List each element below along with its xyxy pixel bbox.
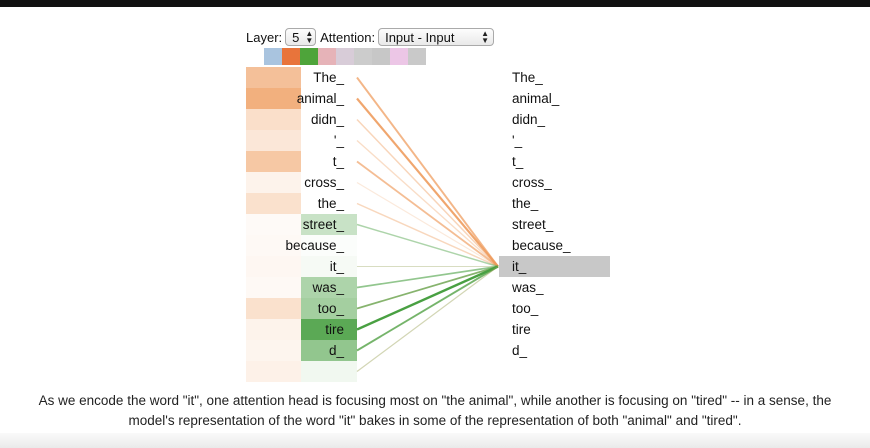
green-attention-line bbox=[356, 265, 499, 310]
select-arrows-icon: ▲▼ bbox=[481, 29, 490, 45]
left-token[interactable]: cross_ bbox=[304, 175, 344, 190]
orange-attention-cell bbox=[246, 277, 301, 298]
green-attention-line bbox=[356, 265, 499, 289]
attention-label: Attention: bbox=[320, 29, 376, 45]
green-attention-cell bbox=[301, 151, 357, 172]
green-attention-line bbox=[356, 265, 499, 352]
orange-attention-cell bbox=[246, 130, 301, 151]
left-token[interactable]: too_ bbox=[317, 301, 344, 316]
orange-attention-cell bbox=[246, 193, 301, 214]
layer-label: Layer: bbox=[246, 29, 283, 45]
orange-attention-cell bbox=[246, 109, 301, 130]
caption: As we encode the word "it", one attentio… bbox=[0, 391, 870, 431]
right-token[interactable]: tire bbox=[512, 322, 531, 337]
right-token[interactable]: '_ bbox=[512, 133, 523, 148]
green-attention-cell bbox=[301, 256, 357, 277]
right-token[interactable]: didn_ bbox=[512, 112, 546, 127]
left-token[interactable]: it_ bbox=[329, 259, 344, 274]
right-token[interactable]: the_ bbox=[512, 196, 539, 211]
green-attention-line bbox=[356, 266, 499, 372]
caption-line-1: As we encode the word "it", one attentio… bbox=[38, 393, 832, 408]
orange-attention-cell bbox=[246, 151, 301, 172]
green-attention-line bbox=[356, 223, 499, 268]
left-token[interactable]: was_ bbox=[312, 280, 344, 295]
left-token[interactable]: '_ bbox=[333, 133, 344, 148]
right-token[interactable]: street_ bbox=[512, 217, 554, 232]
layer-select[interactable]: 5 ▲▼ bbox=[285, 28, 317, 46]
orange-attention-cell bbox=[246, 361, 301, 382]
head-swatch-2[interactable] bbox=[300, 48, 318, 65]
left-token[interactable]: The_ bbox=[313, 70, 344, 85]
head-swatch-6[interactable] bbox=[372, 48, 390, 65]
green-attention-cell bbox=[301, 214, 357, 235]
green-attention-cell bbox=[301, 361, 357, 382]
right-token[interactable]: d_ bbox=[512, 343, 528, 358]
orange-attention-cell bbox=[246, 214, 301, 235]
orange-attention-line bbox=[356, 97, 499, 268]
green-attention-line bbox=[356, 265, 499, 331]
orange-attention-cell bbox=[246, 319, 301, 340]
head-swatch-5[interactable] bbox=[354, 48, 372, 65]
orange-attention-line bbox=[356, 202, 499, 268]
left-token[interactable]: tire bbox=[325, 322, 344, 337]
left-token[interactable]: t_ bbox=[332, 154, 344, 169]
left-token[interactable]: animal_ bbox=[296, 91, 344, 106]
head-swatch-7[interactable] bbox=[390, 48, 408, 65]
right-token[interactable]: animal_ bbox=[512, 91, 560, 106]
orange-attention-cell bbox=[246, 340, 301, 361]
top-black-strip bbox=[0, 0, 870, 7]
green-attention-cell bbox=[301, 340, 357, 361]
right-token[interactable]: The_ bbox=[512, 70, 543, 85]
orange-attention-line bbox=[356, 160, 499, 268]
head-swatch-3[interactable] bbox=[318, 48, 336, 65]
orange-attention-cell bbox=[246, 235, 301, 256]
head-swatch-1[interactable] bbox=[282, 48, 300, 65]
attention-value: Input - Input bbox=[385, 29, 455, 45]
right-token[interactable]: was_ bbox=[512, 280, 544, 295]
orange-attention-cell bbox=[246, 172, 301, 193]
right-token[interactable]: because_ bbox=[512, 238, 571, 253]
orange-attention-line bbox=[356, 76, 499, 268]
left-token[interactable]: street_ bbox=[302, 217, 344, 232]
head-swatch-4[interactable] bbox=[336, 48, 354, 65]
orange-attention-cell bbox=[246, 256, 301, 277]
orange-attention-line bbox=[356, 118, 499, 268]
green-attention-cell bbox=[301, 319, 357, 340]
right-token-selected[interactable]: it_ bbox=[512, 259, 527, 274]
left-token[interactable]: because_ bbox=[285, 238, 344, 253]
orange-attention-line bbox=[356, 139, 499, 268]
left-token[interactable]: the_ bbox=[317, 196, 344, 211]
select-arrows-icon: ▲▼ bbox=[305, 29, 314, 45]
green-attention-cell bbox=[301, 277, 357, 298]
right-token[interactable]: cross_ bbox=[512, 175, 552, 190]
layer-value: 5 bbox=[292, 29, 300, 45]
orange-attention-cell bbox=[246, 88, 301, 109]
controls-bar: Layer: 5 ▲▼ Attention: Input - Input ▲▼ bbox=[246, 27, 498, 47]
attention-head-swatches bbox=[264, 48, 426, 65]
green-attention-cell bbox=[301, 298, 357, 319]
bottom-strip bbox=[0, 433, 870, 448]
head-swatch-0[interactable] bbox=[264, 48, 282, 65]
orange-attention-cell bbox=[246, 67, 301, 88]
head-swatch-8[interactable] bbox=[408, 48, 426, 65]
right-token[interactable]: too_ bbox=[512, 301, 539, 316]
orange-attention-line bbox=[356, 181, 499, 268]
left-token[interactable]: d_ bbox=[328, 343, 344, 358]
selected-token-highlight bbox=[499, 256, 610, 277]
attention-select[interactable]: Input - Input ▲▼ bbox=[378, 28, 495, 46]
left-token[interactable]: didn_ bbox=[310, 112, 344, 127]
orange-attention-line bbox=[356, 266, 499, 372]
green-attention-cell bbox=[301, 130, 357, 151]
right-token[interactable]: t_ bbox=[512, 154, 524, 169]
caption-line-2: model's representation of the word "it" … bbox=[128, 413, 742, 428]
orange-attention-cell bbox=[246, 298, 301, 319]
